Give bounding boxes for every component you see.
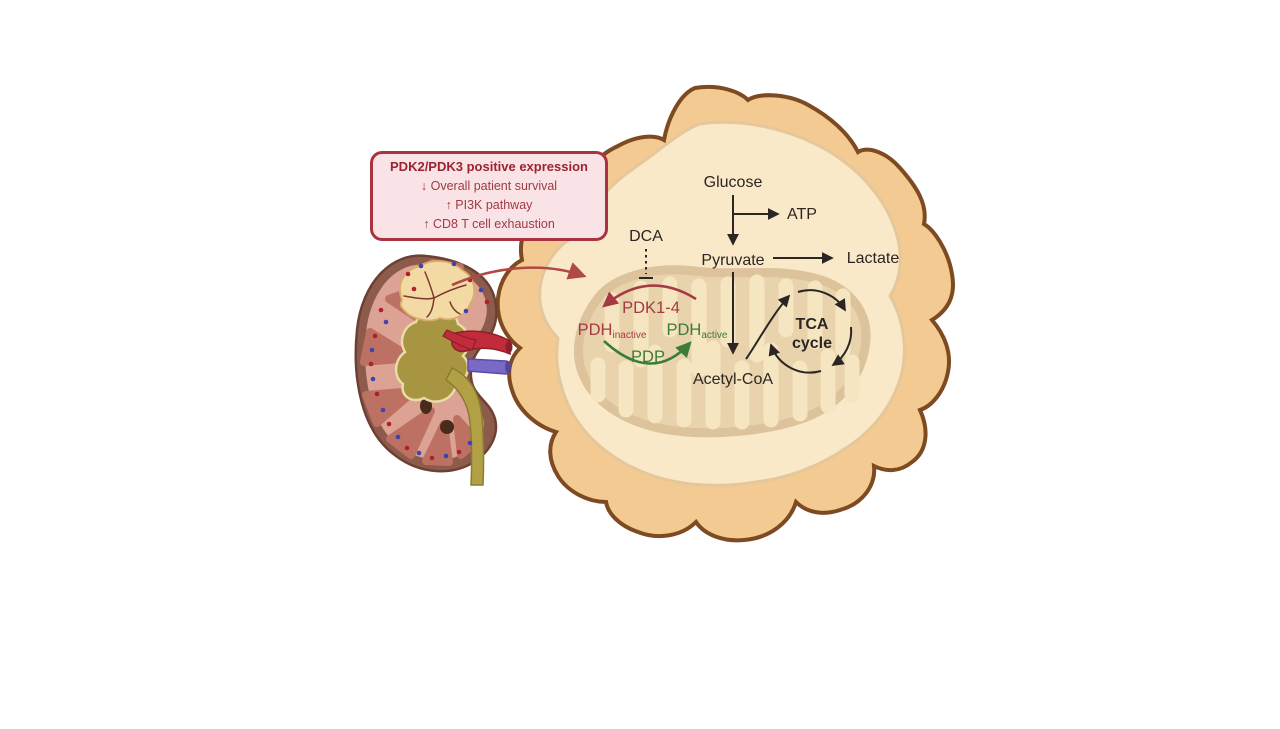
tumor-mass — [399, 260, 476, 322]
annotation-box-title: PDK2/PDK3 positive expression — [390, 159, 588, 175]
acetyl-coa-label: Acetyl-CoA — [693, 371, 773, 388]
tca-cycle-label-line1: TCA — [796, 316, 829, 333]
tumor-fissure-lines — [403, 271, 467, 318]
pdk-label: PDK1-4 — [622, 299, 680, 317]
tca-arc-right — [831, 326, 853, 367]
annotation-line-pi3k: ↑ PI3K pathway — [445, 198, 533, 213]
pdh-active-label: PDHactive — [667, 321, 728, 341]
atp-label: ATP — [787, 206, 817, 223]
tca-arc-bottom — [768, 343, 822, 374]
capillary-dots-blue — [369, 261, 484, 459]
lactate-label: Lactate — [847, 250, 900, 267]
tumor-to-cell-arrow — [451, 262, 587, 287]
pdp-arc-arrow — [603, 340, 692, 365]
artery-cut-end — [505, 341, 513, 353]
pdh-regulation-cycle: PDK1-4 PDHinactive PDHactive PDP — [578, 284, 728, 366]
glycolysis-pathway: Glucose ATP Pyruvate Lactate Acetyl-CoA — [693, 174, 899, 388]
vein-cut-end — [505, 361, 511, 373]
annotation-box: PDK2/PDK3 positive expression ↓ Overall … — [370, 151, 608, 241]
acetylcoa-to-tca-arrow — [745, 294, 791, 360]
pyruvate-label: Pyruvate — [701, 252, 764, 269]
glucose-label: Glucose — [704, 174, 763, 191]
pdh-inactive-label: PDHinactive — [578, 321, 647, 341]
annotation-line-cd8: ↑ CD8 T cell exhaustion — [423, 216, 555, 231]
renal-artery-branch — [442, 329, 477, 351]
annotation-line-survival: ↓ Overall patient survival — [420, 179, 558, 194]
renal-vein — [467, 358, 511, 375]
ureter — [445, 367, 485, 486]
tca-arc-top — [797, 289, 846, 312]
pdp-label: PDP — [631, 348, 665, 366]
tca-cycle: TCA cycle — [745, 289, 853, 374]
pdk-arc-arrow — [602, 284, 697, 308]
tca-cycle-label-line2: cycle — [792, 335, 832, 352]
capillary-dots-red — [368, 271, 490, 461]
kidney-illustration — [354, 254, 513, 486]
dca-label: DCA — [629, 228, 663, 245]
dca-inhibition: DCA — [629, 228, 663, 279]
